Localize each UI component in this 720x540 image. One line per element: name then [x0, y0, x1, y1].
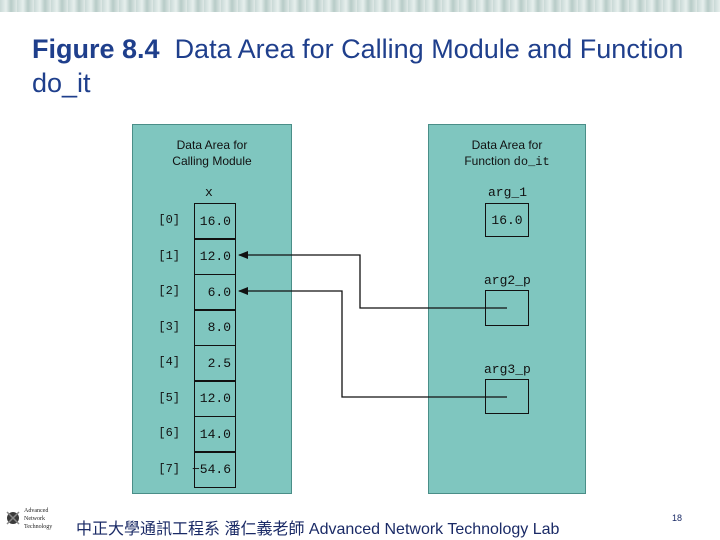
arg2-pointer-cell — [485, 290, 529, 326]
left-heading-line1: Data Area for — [176, 138, 248, 152]
arg3-label: arg3_p — [484, 362, 531, 377]
arg3-pointer-cell — [485, 379, 529, 414]
arg1-label: arg_1 — [488, 185, 528, 200]
right-heading-line1: Data Area for — [471, 138, 543, 152]
array-index: [0] — [158, 213, 180, 227]
array-cell: 14.0 — [194, 416, 236, 452]
array-index: [3] — [158, 319, 180, 334]
figure-caption: Data Area for Calling Module and Functio… — [32, 34, 684, 98]
array-index: [4] — [158, 355, 180, 369]
function-name: do_it — [513, 155, 550, 169]
logo-line2: Network — [24, 516, 45, 522]
array-index: [2] — [158, 284, 180, 298]
array-cell: 16.0 — [194, 203, 236, 239]
logo-line3: Technology — [24, 524, 52, 530]
array-index: [7] — [158, 461, 180, 476]
page-number: 18 — [672, 513, 683, 523]
array-index: [5] — [158, 390, 180, 405]
right-heading-prefix: Function — [464, 154, 514, 168]
logo-line1: Advanced — [24, 508, 48, 514]
footer-text: 中正大學通訊工程系 潘仁義老師 Advanced Network Technol… — [76, 521, 560, 538]
right-heading-line2: Function do_it — [429, 153, 585, 170]
array-cell: 6.0 — [194, 274, 236, 310]
array-cell: 8.0 — [194, 309, 236, 346]
arg1-cell: 16.0 — [485, 203, 529, 237]
array-cell: 2.5 — [194, 345, 236, 381]
array-cell: 12.0 — [194, 238, 236, 275]
array-index: [1] — [158, 248, 180, 263]
array-cell: 12.0 — [194, 380, 236, 417]
array-name-label: x — [205, 185, 213, 200]
array-cell: −54.6 — [192, 451, 236, 488]
array-index: [6] — [158, 426, 180, 440]
lab-logo: Advanced Network Technology — [6, 508, 52, 530]
arg2-label: arg2_p — [484, 273, 531, 288]
top-decorative-band — [0, 0, 720, 12]
left-heading-line2: Calling Module — [172, 154, 252, 168]
slide-title: Figure 8.4 Data Area for Calling Module … — [32, 32, 692, 100]
figure-number: Figure 8.4 — [32, 34, 160, 64]
